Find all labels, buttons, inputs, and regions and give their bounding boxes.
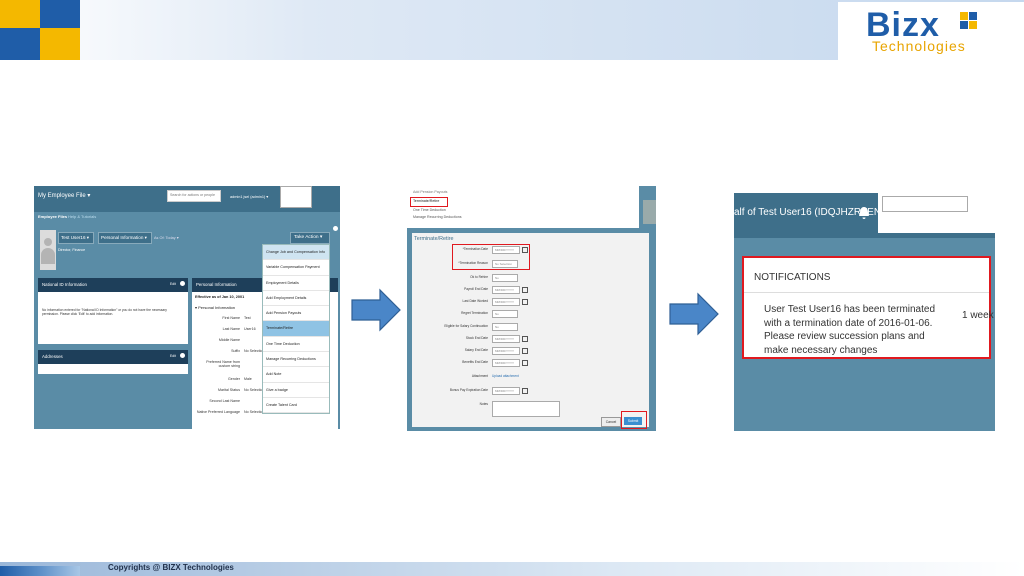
form-label: *Termination Date [462,247,488,251]
form-field[interactable]: No [492,323,518,331]
form-title: Terminate/Retire [414,236,454,242]
proxy-header[interactable]: alf of Test User16 (IDQJHZRFENUGQ) ▾ [734,207,915,218]
notification-panel: NOTIFICATIONS User Test User16 has been … [742,256,994,359]
calendar-icon[interactable] [522,287,528,293]
menu-item-terminate[interactable]: Terminate/Retire [263,321,329,337]
form-field[interactable]: No [492,310,518,318]
calendar-icon[interactable] [522,336,528,342]
user-menu[interactable]: admin1 jsel (admin1) ▾ [230,195,269,199]
footer-accent [0,566,80,576]
calendar-icon[interactable] [522,247,528,253]
logo-subtitle: Technologies [872,38,966,54]
take-action-menu: Change Job and Compensation Info Variabl… [262,244,330,414]
edit-link[interactable]: Edit [170,354,176,358]
notes-textarea[interactable] [492,401,560,417]
menu-item[interactable]: Manage Recurring Deductions [263,352,329,368]
arrow-right-icon [351,288,401,332]
menu-item[interactable]: Variable Compensation Payment [263,260,329,276]
calendar-icon[interactable] [522,348,528,354]
form-field[interactable]: MM/DD/YYYY [492,286,520,294]
form-label: Salary End Date [464,348,488,352]
profile-image-placeholder [882,196,968,212]
form-label: Payroll End Date [464,287,488,291]
form-field[interactable]: No [492,274,518,282]
form-label: Stock End Date [465,336,488,340]
form-label: Attachment [471,374,488,378]
screenshot-terminate-form: Add Pension Payouts Terminate/Retire One… [407,186,656,431]
arrow-right-icon [669,292,719,336]
form-field[interactable]: MM/DD/YYYY [492,298,520,306]
edit-link[interactable]: Edit [170,282,176,286]
national-id-body: No information entered for "National ID … [38,292,188,344]
form-label: Ok to Rehire [470,275,488,279]
form-field[interactable]: No Selection [492,260,518,268]
form-label: Eligible for Salary Continuation [444,324,488,328]
logo-square-blue-2 [0,28,40,60]
logo-square-blue [40,0,80,28]
menu-item[interactable]: Change Job and Compensation Info [263,245,329,261]
menu-item[interactable]: One Time Deduction [263,337,329,353]
help-icon[interactable] [333,226,338,231]
logo-name: Bizx [866,6,940,44]
form-label: Notes [479,402,488,406]
as-of-dropdown[interactable]: As Of: Today ▾ [154,236,179,240]
tab-help[interactable]: Help & Tutorials [68,214,97,219]
form-label: Bonus Pay Expiration Date [449,388,488,392]
logo-square-yellow-2 [40,28,80,60]
upload-attachment-link[interactable]: Upload attachment [492,374,519,378]
form-field[interactable]: MM/DD/YYYY [492,335,520,343]
notification-time: 1 week [962,310,994,321]
profile-image-placeholder [280,186,312,208]
menu-item[interactable]: Add Pension Payouts [263,306,329,322]
submit-highlight [621,411,647,429]
employee-role: Director, Finance [58,248,86,252]
employee-name-dropdown[interactable]: Test User16 ▾ [58,232,94,244]
screenshot-employee-file: My Employee File ▾ Search for actions or… [34,186,340,429]
tab-employee-files[interactable]: Employee Files [38,214,68,219]
national-id-header: National ID Information Edit [38,278,188,292]
calendar-icon[interactable] [522,360,528,366]
menu-item-terminate[interactable]: Terminate/Retire [413,199,440,203]
calendar-icon[interactable] [522,299,528,305]
take-action-button[interactable]: Take Action ▾ [290,232,330,244]
calendar-icon[interactable] [522,388,528,394]
logo-panel: Bizx Technologies [838,2,1024,60]
form-field[interactable]: MM/DD/YYYY [492,246,520,254]
cancel-button[interactable]: Cancel [601,417,621,427]
profile-panel [878,193,995,233]
menu-item[interactable]: Employment Details [263,276,329,291]
help-icon[interactable] [180,281,185,286]
bell-icon[interactable] [858,206,870,220]
app-title[interactable]: My Employee File ▾ [38,193,91,199]
submit-button[interactable]: Submit [624,417,642,425]
logo-square-yellow [0,0,40,28]
form-field[interactable]: MM/DD/YYYY [492,347,520,355]
screenshot-notifications: alf of Test User16 (IDQJHZRFENUGQ) ▾ NOT… [734,193,995,431]
avatar [40,230,56,270]
form-label: Last Date Worked [462,299,488,303]
notification-message[interactable]: User Test User16 has been terminated wit… [764,304,936,356]
addresses-header: Addresses Edit [38,350,188,364]
menu-item[interactable]: Add Employment Details [263,291,329,307]
form-field[interactable]: MM/DD/YYYY [492,359,520,367]
section-dropdown[interactable]: Personal Information ▾ [98,232,152,244]
menu-item[interactable]: Add Note [263,367,329,383]
form-field[interactable]: MM/DD/YYYY [492,387,520,395]
menu-item[interactable]: Give a badge [263,383,329,398]
addresses-body [38,364,188,374]
help-icon[interactable] [180,353,185,358]
notifications-title: NOTIFICATIONS [754,272,831,283]
menu-item[interactable]: Create Talent Card [263,398,329,414]
terminate-highlight [410,197,448,207]
required-fields-highlight [452,244,530,270]
footer-band [0,562,1024,576]
take-action-menu-partial: Add Pension Payouts Terminate/Retire One… [407,186,639,228]
form-label: Regret Termination [461,311,488,315]
search-input[interactable]: Search for actions or people [167,190,221,202]
form-label: *Termination Reason [458,261,488,265]
footer-copyright: Copyrights @ BIZX Technologies [108,563,234,572]
form-label: Benefits End Date [462,360,488,364]
